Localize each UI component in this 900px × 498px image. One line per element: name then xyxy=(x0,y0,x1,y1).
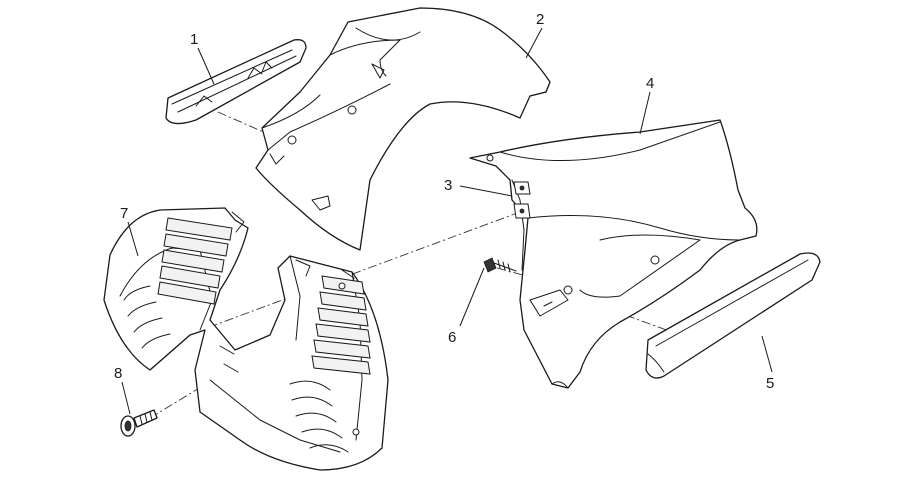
leader-8 xyxy=(121,381,131,415)
callout-labels: 1 2 3 4 5 6 7 8 xyxy=(114,11,774,392)
leader-3 xyxy=(459,185,513,197)
callout-4: 4 xyxy=(646,75,654,92)
assembly-line-3-7 xyxy=(195,211,521,333)
leader-4 xyxy=(639,91,651,135)
callout-8: 8 xyxy=(114,365,122,382)
leader-2 xyxy=(525,27,543,59)
callout-1: 1 xyxy=(190,31,198,48)
part-4-side-panel xyxy=(469,119,758,389)
callout-5: 5 xyxy=(766,375,774,392)
part-7-lower-grille xyxy=(103,207,389,471)
part-1-trim-strip xyxy=(165,39,307,125)
callout-2: 2 xyxy=(536,11,544,28)
leader-7 xyxy=(127,221,139,257)
callout-6: 6 xyxy=(448,329,456,346)
callout-7: 7 xyxy=(120,205,128,222)
callout-3: 3 xyxy=(444,177,452,194)
leader-1 xyxy=(197,47,215,85)
leader-6 xyxy=(459,267,485,327)
part-3-clip-nuts xyxy=(513,181,531,219)
part-6-screw xyxy=(483,257,517,273)
assembly-line-1-2 xyxy=(217,111,269,135)
leader-lines xyxy=(121,27,773,415)
part-5-side-strip xyxy=(645,252,821,379)
part-8-bolt xyxy=(120,409,158,437)
part-2-upper-fairing xyxy=(255,7,551,251)
leader-5 xyxy=(761,335,773,373)
